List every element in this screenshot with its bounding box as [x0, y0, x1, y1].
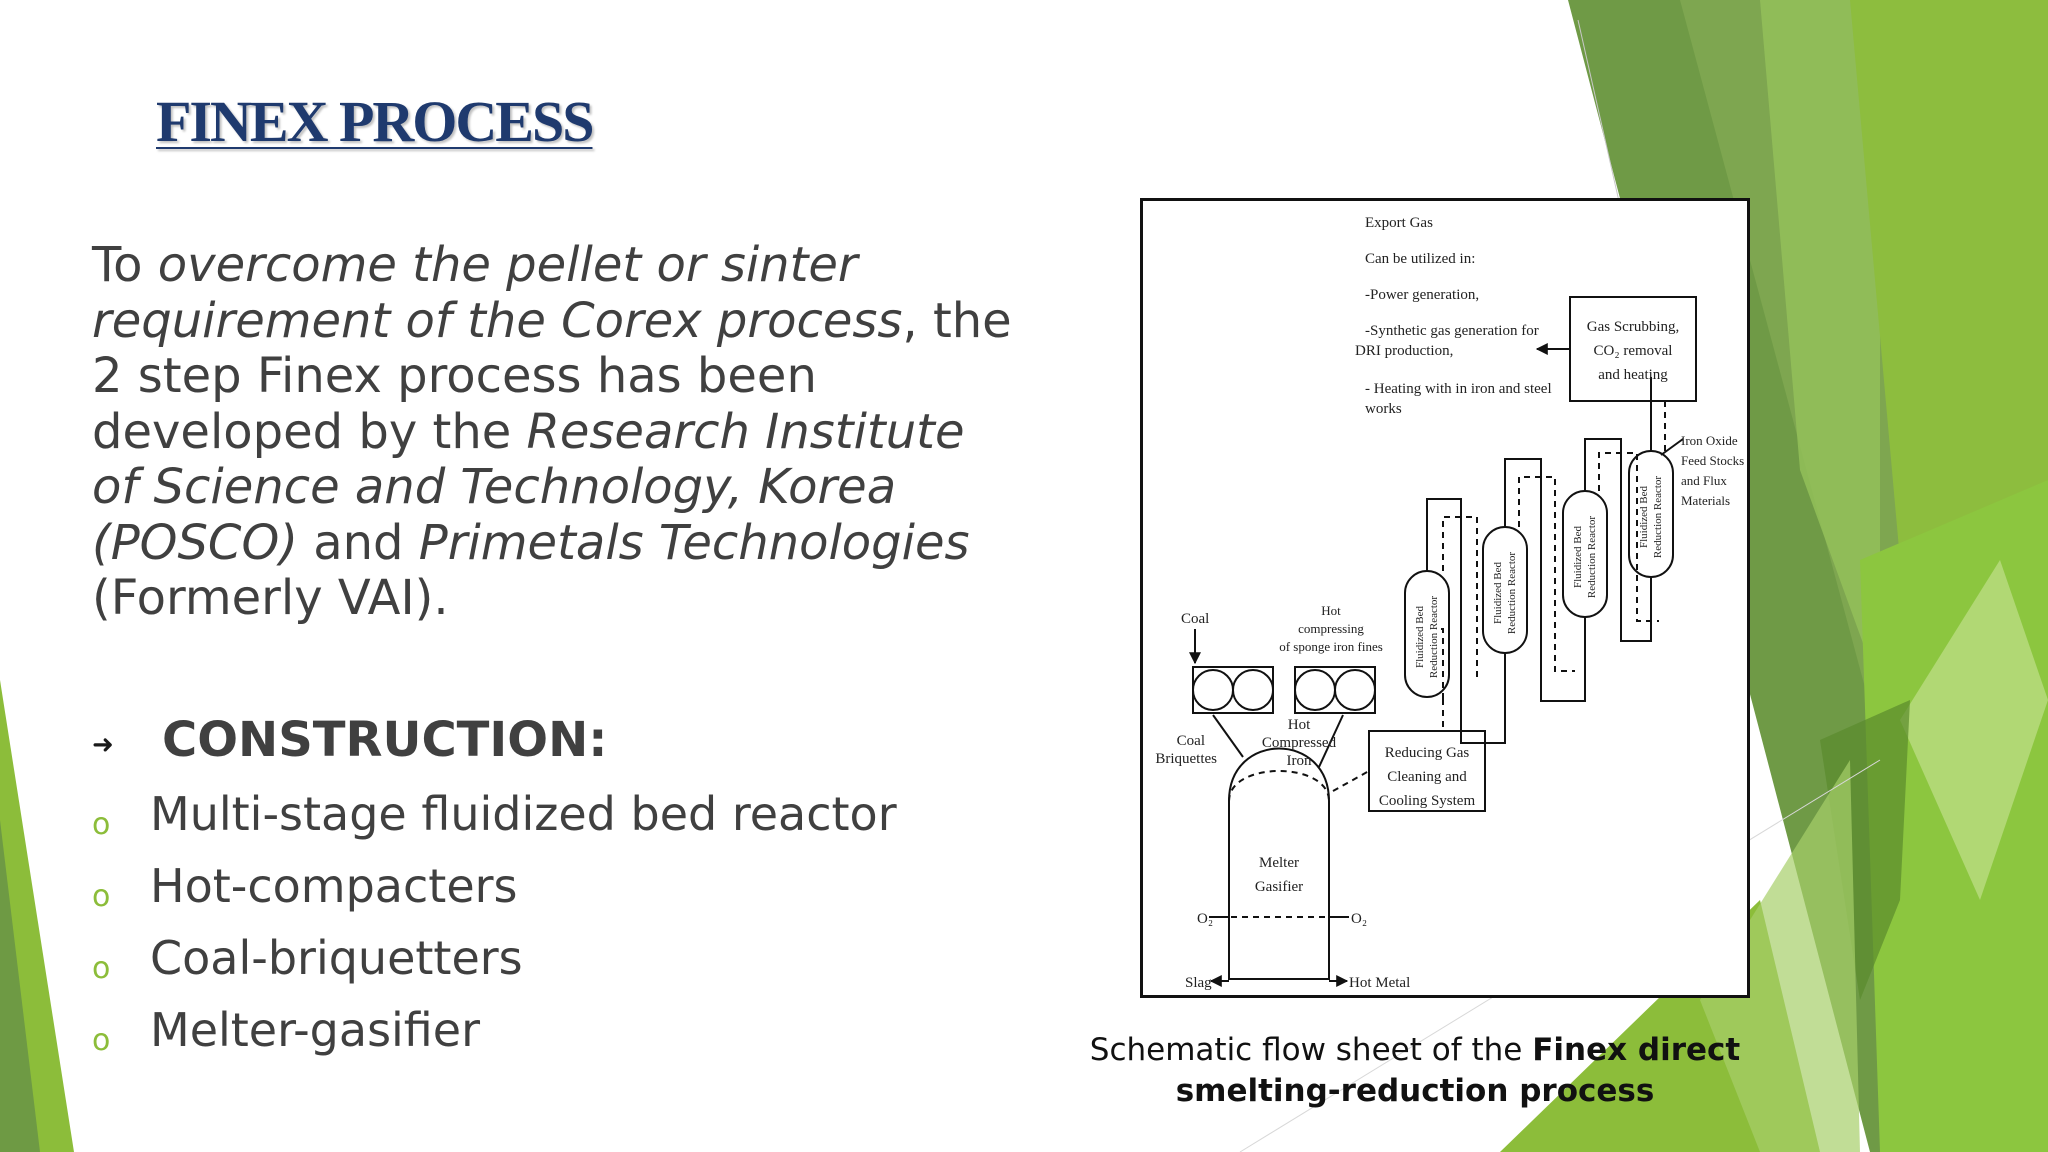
- right-facet-pale: [1900, 560, 2048, 900]
- svg-text:Fluidized Bed: Fluidized Bed: [1492, 561, 1504, 624]
- bottom-facet-pale: [1700, 760, 1860, 1152]
- svg-text:and heating: and heating: [1598, 367, 1668, 383]
- svg-text:Gas Scrubbing,: Gas Scrubbing,: [1587, 319, 1680, 335]
- svg-text:Can be utilized in:: Can be utilized in:: [1365, 251, 1475, 267]
- svg-text:CO₂ removal: CO₂ removal: [1594, 343, 1673, 359]
- reactor-1: [1404, 570, 1450, 698]
- circle-bullet-icon: o: [92, 1023, 111, 1058]
- svg-text:Cleaning and: Cleaning and: [1387, 769, 1467, 785]
- left-facet-dark: [0, 820, 40, 1152]
- construction-label: CONSTRUCTION:: [162, 712, 608, 768]
- svg-text:Coal: Coal: [1181, 611, 1209, 627]
- svg-text:Coal: Coal: [1177, 733, 1205, 749]
- svg-text:Fluidized Bed: Fluidized Bed: [1414, 605, 1426, 668]
- finex-flow-diagram: Export Gas Can be utilized in: -Power ge…: [1140, 198, 1750, 998]
- intro-paragraph: To overcome the pellet or sinter require…: [92, 237, 1012, 626]
- svg-text:Gasifier: Gasifier: [1255, 879, 1303, 895]
- melter-gasifier: [1228, 747, 1330, 980]
- svg-text:Fluidized Bed: Fluidized Bed: [1572, 525, 1584, 588]
- svg-text:-Synthetic gas generation for: -Synthetic gas generation for: [1365, 323, 1539, 339]
- reactor-2: [1482, 526, 1528, 654]
- svg-text:works: works: [1365, 401, 1402, 417]
- right-facet-light: [1760, 0, 1880, 690]
- svg-text:Reducing Gas: Reducing Gas: [1385, 745, 1470, 761]
- arrow-icon: ➜: [92, 730, 114, 760]
- reducing-gas-box: [1368, 730, 1486, 812]
- svg-text:Briquettes: Briquettes: [1155, 751, 1217, 767]
- svg-text:Cooling System: Cooling System: [1379, 793, 1476, 809]
- slide-title: FINEX PROCESS: [156, 89, 594, 154]
- svg-text:Reduction Reactor: Reduction Reactor: [1652, 476, 1664, 559]
- svg-text:O₂: O₂: [1197, 911, 1213, 927]
- svg-text:Iron Oxide: Iron Oxide: [1681, 433, 1738, 448]
- svg-text:Melter: Melter: [1259, 855, 1299, 871]
- svg-text:Hot: Hot: [1288, 717, 1311, 733]
- construction-heading: ➜ CONSTRUCTION:: [92, 712, 792, 778]
- svg-text:Hot Metal: Hot Metal: [1349, 975, 1410, 991]
- svg-text:DRI production,: DRI production,: [1355, 343, 1453, 359]
- right-facet-green: [1850, 0, 2048, 560]
- circle-bullet-icon: o: [92, 807, 111, 842]
- svg-text:of sponge iron fines: of sponge iron fines: [1279, 639, 1383, 654]
- svg-text:Materials: Materials: [1681, 493, 1730, 508]
- svg-text:-Power generation,: -Power generation,: [1365, 287, 1479, 303]
- svg-text:Iron: Iron: [1287, 753, 1312, 769]
- circle-bullet-icon: o: [92, 951, 111, 986]
- diagram-caption: Schematic flow sheet of the Finex direct…: [1089, 1032, 1741, 1109]
- svg-text:Export Gas: Export Gas: [1365, 215, 1433, 231]
- svg-text:Compressed: Compressed: [1262, 735, 1337, 751]
- svg-text:Reduction Reactor: Reduction Reactor: [1428, 596, 1440, 679]
- svg-text:Reduction Reactor: Reduction Reactor: [1506, 552, 1518, 635]
- svg-text:Hot: Hot: [1321, 603, 1341, 618]
- svg-text:Feed Stocks: Feed Stocks: [1681, 453, 1744, 468]
- svg-text:Fluidized Bed: Fluidized Bed: [1638, 485, 1650, 548]
- svg-text:Reduction Reactor: Reduction Reactor: [1586, 516, 1598, 599]
- svg-text:compressing: compressing: [1298, 621, 1364, 636]
- svg-text:- Heating with in iron and ste: - Heating with in iron and steel: [1365, 381, 1552, 397]
- svg-text:and Flux: and Flux: [1681, 473, 1727, 488]
- reactor-4: [1628, 450, 1674, 578]
- reactor-3: [1562, 490, 1608, 618]
- svg-text:O₂: O₂: [1351, 911, 1367, 927]
- circle-bullet-icon: o: [92, 879, 111, 914]
- svg-text:Slag: Slag: [1185, 975, 1212, 991]
